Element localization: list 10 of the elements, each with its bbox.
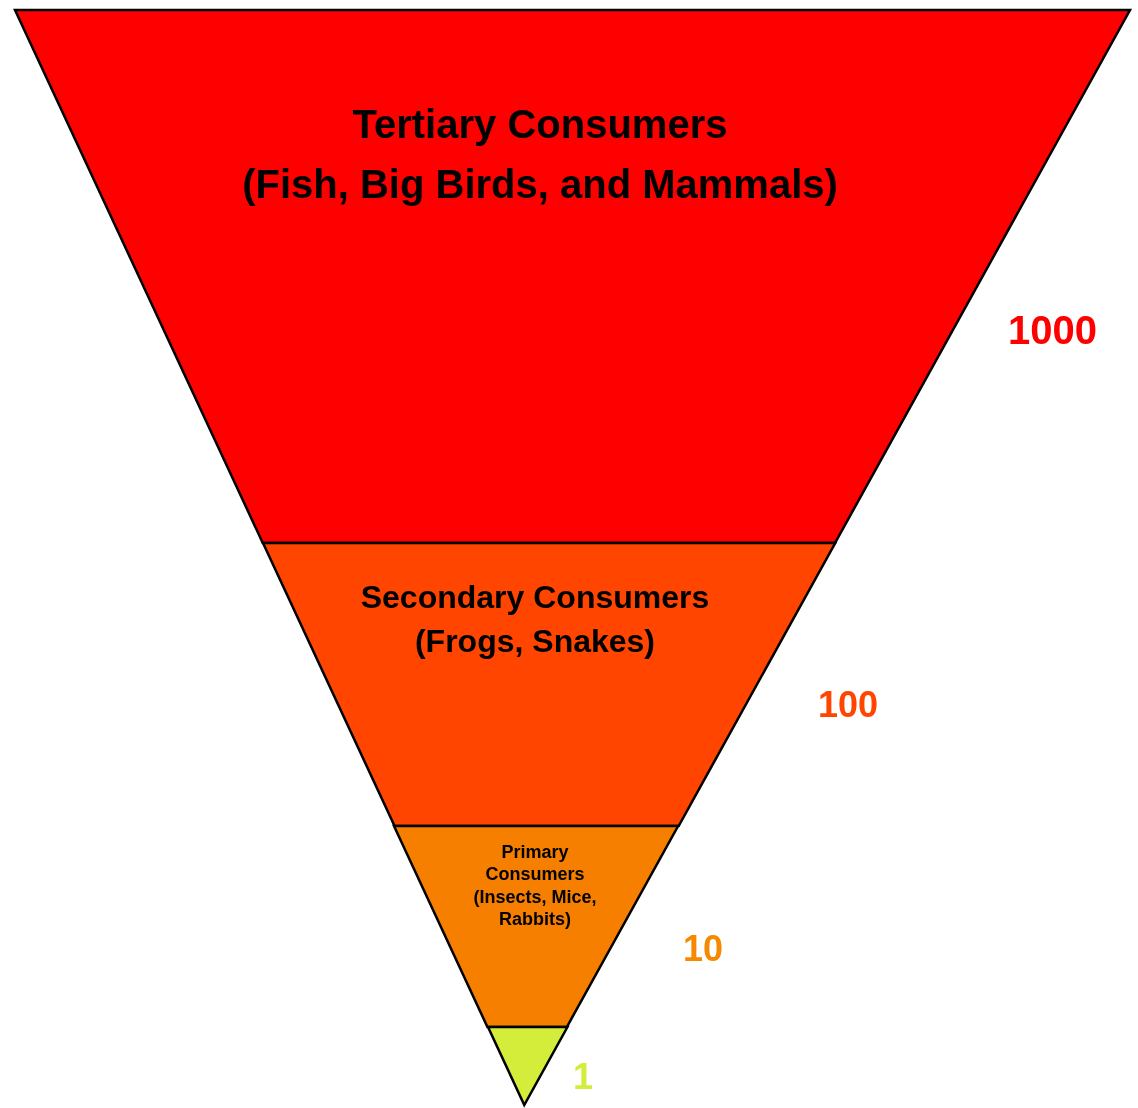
level-title: Secondary Consumers: [359, 578, 711, 617]
level-examples: (Fish, Big Birds, and Mammals): [241, 161, 839, 208]
level-title: Tertiary Consumers: [351, 101, 729, 148]
level-examples: (Frogs, Snakes): [413, 622, 656, 661]
level-examples: (Insects, Mice, Rabbits): [472, 887, 598, 931]
energy-value: 1: [573, 1056, 594, 1098]
energy-value: 100: [818, 684, 879, 726]
energy-value: 10: [683, 928, 724, 970]
level-title: Primary Consumers: [484, 842, 586, 886]
energy-value: 1000: [1008, 308, 1097, 353]
